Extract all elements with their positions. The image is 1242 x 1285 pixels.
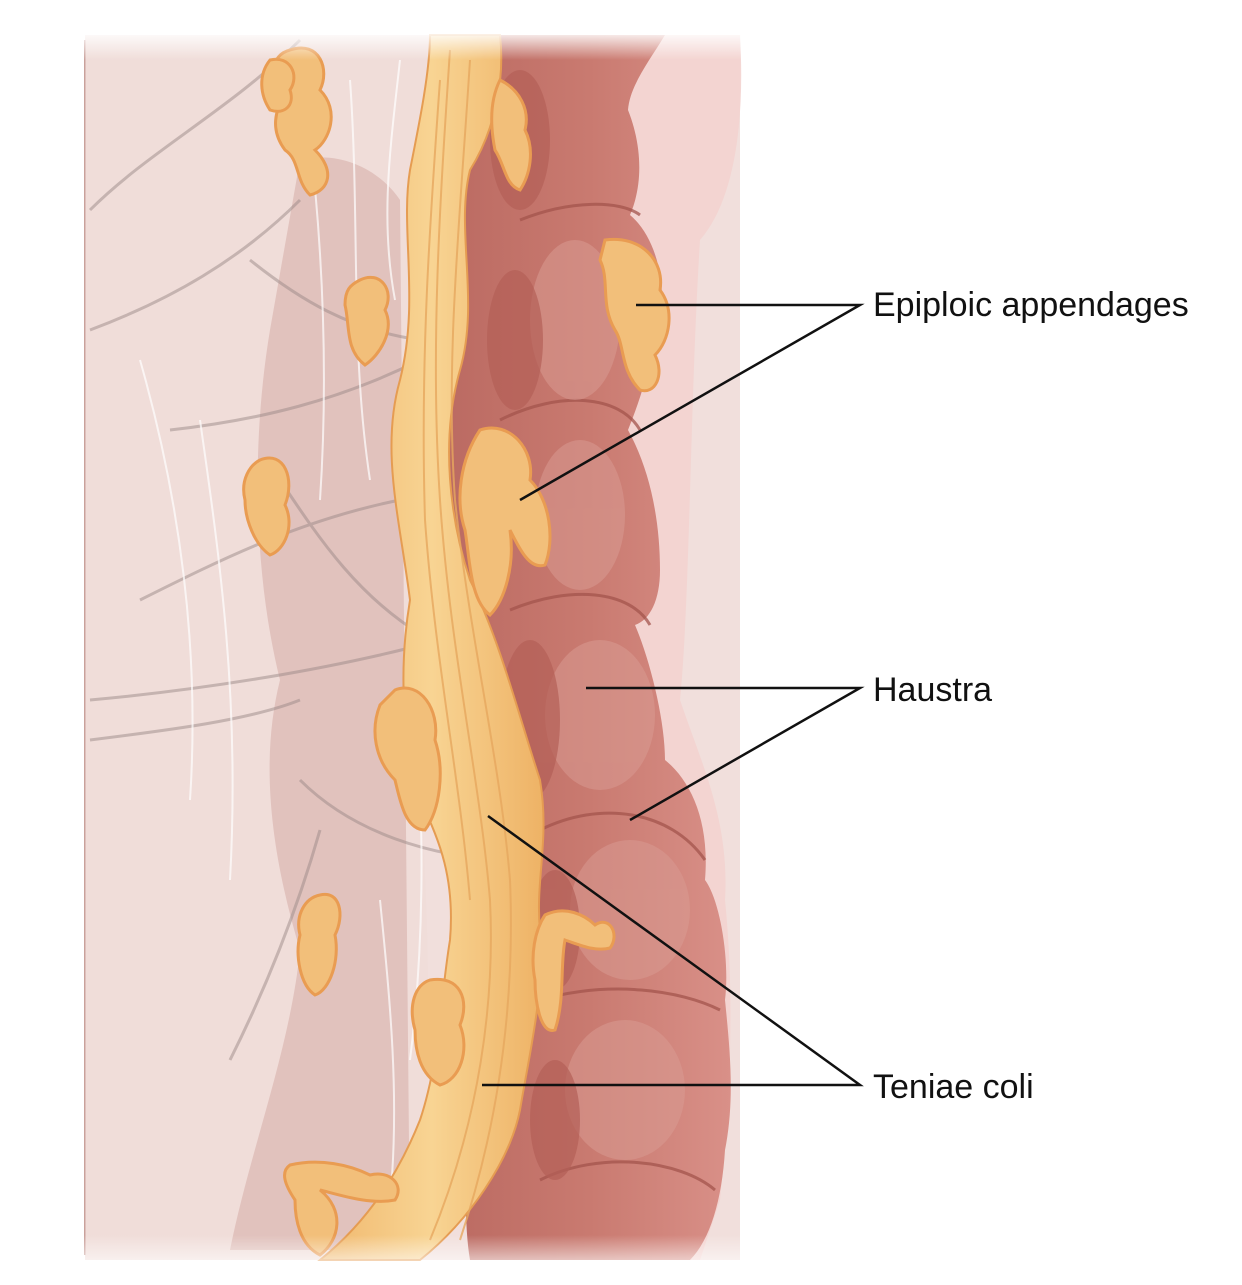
top-fade [80, 30, 750, 60]
teniae-fibers [422, 49, 512, 1241]
haustra-highlights [530, 240, 690, 1160]
fat-lobule [242, 456, 291, 557]
leader-haustra [586, 686, 865, 822]
fat-lobule [410, 977, 466, 1087]
fat-lobule [283, 1160, 400, 1257]
leader-epiploic [519, 303, 865, 502]
fat-lobule [490, 77, 532, 192]
fat-lobule [531, 909, 616, 1032]
epiploic-appendages-label: Epiploic appendages [873, 286, 1189, 324]
fat-lobule [458, 426, 552, 617]
colon-under-mesentery [230, 157, 410, 1251]
leader-lines [482, 303, 865, 1087]
bottom-fade [80, 1235, 750, 1280]
epiploic-appendages [242, 46, 671, 1257]
haustra-label: Haustra [873, 671, 993, 709]
leader-teniae [482, 814, 864, 1087]
fat-lobule [343, 275, 390, 367]
fat-lobule [373, 686, 442, 832]
fat-lobule [296, 892, 342, 997]
teniae-coli-label: Teniae coli [873, 1068, 1034, 1106]
fat-lobule [260, 57, 296, 113]
fat-lobule [598, 237, 671, 393]
mesentery-overlay [85, 35, 430, 1260]
